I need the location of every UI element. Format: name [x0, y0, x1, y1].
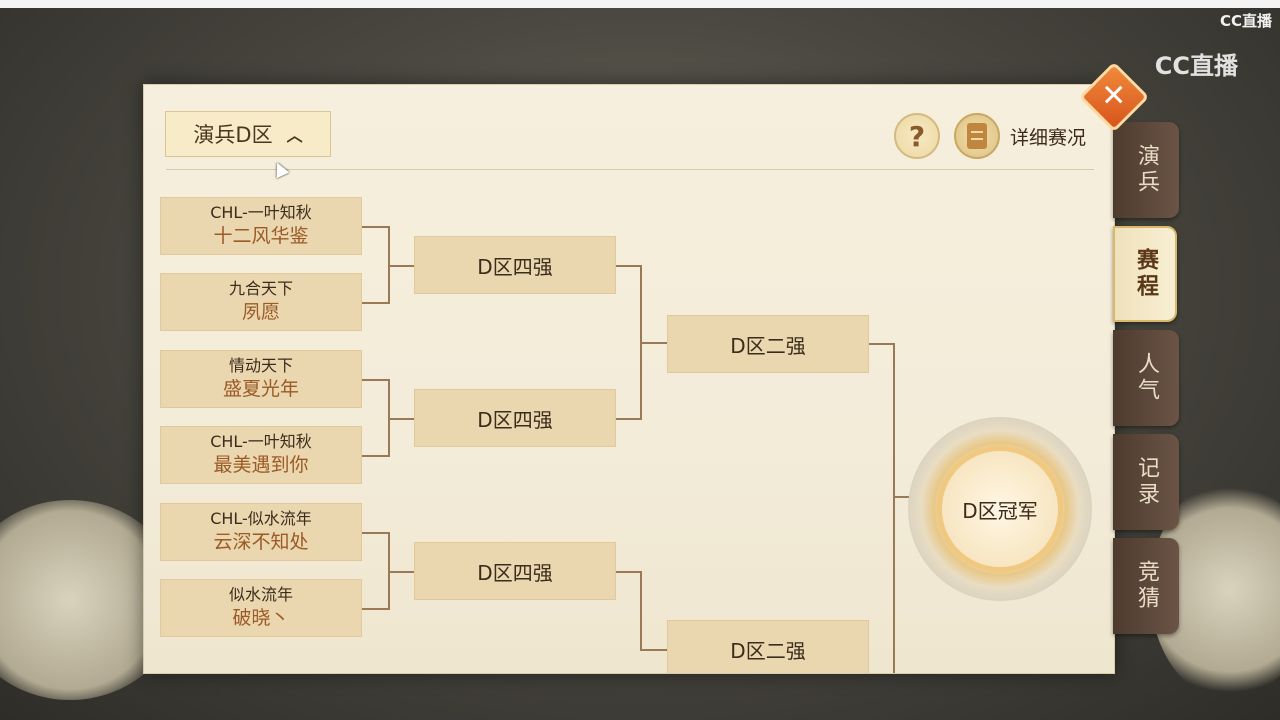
quarterfinal-slot[interactable]: D区四强 [414, 542, 616, 600]
bracket-connector [640, 649, 668, 651]
chevron-up-icon: ︿ [286, 126, 303, 145]
detail-results-label: 详细赛况 [1010, 126, 1087, 149]
close-icon: ✕ [1101, 78, 1127, 114]
stream-watermark-large: CC直播 [1154, 52, 1238, 80]
bracket-panel: 演兵D区 ︿ ? 详细赛况 CHL-一叶知秋 十二风华鉴 九合天下 夙愿 情动天… [143, 84, 1115, 674]
bracket-connector [362, 379, 388, 381]
bracket-connector [869, 343, 895, 345]
team-slot[interactable]: 九合天下 夙愿 [160, 273, 362, 331]
tab-label: 竞猜 [1134, 560, 1159, 612]
player-name: 盛夏光年 [222, 378, 299, 400]
player-name: 十二风华鉴 [213, 225, 309, 247]
team-slot[interactable]: CHL-一叶知秋 十二风华鉴 [160, 197, 362, 255]
player-name: 云深不知处 [213, 531, 309, 553]
semifinal-slot[interactable]: D区二强 [667, 315, 869, 373]
detail-results-button[interactable]: 详细赛况 [954, 113, 1086, 159]
bracket-connector [640, 571, 642, 651]
player-name: 最美遇到你 [213, 454, 309, 476]
region-dropdown-label: 演兵D区 [193, 123, 273, 147]
tab-yanbing[interactable]: 演兵 [1113, 122, 1179, 218]
bracket-connector [362, 455, 388, 457]
team-slot[interactable]: 似水流年 破晓丶 [160, 579, 362, 637]
region-dropdown[interactable]: 演兵D区 ︿ [165, 111, 331, 157]
team-slot[interactable]: CHL-似水流年 云深不知处 [160, 503, 362, 561]
bracket-connector [616, 571, 642, 573]
question-icon: ? [908, 119, 926, 153]
team-name: CHL-一叶知秋 [210, 203, 312, 222]
champion-medallion[interactable]: D区冠军 [910, 419, 1090, 599]
player-name: 夙愿 [241, 301, 280, 323]
help-button[interactable]: ? [894, 113, 940, 159]
bracket-connector [893, 496, 915, 498]
bracket-connector [640, 342, 668, 344]
stream-watermark-small: CC直播 [1219, 12, 1272, 30]
top-bar [0, 0, 1280, 8]
bracket-connector [388, 418, 414, 420]
tab-popularity[interactable]: 人气 [1113, 330, 1179, 426]
tab-label: 人气 [1134, 352, 1159, 404]
tab-schedule[interactable]: 赛程 [1113, 226, 1177, 322]
bracket-connector [362, 302, 388, 304]
scroll-icon [954, 113, 1000, 159]
player-name: 破晓丶 [232, 607, 290, 629]
bracket-connector [616, 265, 642, 267]
bracket-connector [893, 343, 895, 673]
bracket-connector [362, 532, 388, 534]
team-name: CHL-似水流年 [210, 509, 312, 528]
champion-label: D区冠军 [942, 451, 1058, 567]
team-name: 九合天下 [228, 279, 293, 298]
bracket-connector [388, 265, 414, 267]
team-slot[interactable]: CHL-一叶知秋 最美遇到你 [160, 426, 362, 484]
team-slot[interactable]: 情动天下 盛夏光年 [160, 350, 362, 408]
tab-records[interactable]: 记录 [1113, 434, 1179, 530]
quarterfinal-slot[interactable]: D区四强 [414, 389, 616, 447]
bracket-connector [616, 418, 642, 420]
quarterfinal-slot[interactable]: D区四强 [414, 236, 616, 294]
team-name: 情动天下 [228, 356, 293, 375]
semifinal-slot[interactable]: D区二强 [667, 620, 869, 673]
tab-label: 记录 [1134, 456, 1159, 508]
bracket-connector [362, 608, 388, 610]
tab-betting[interactable]: 竞猜 [1113, 538, 1179, 634]
header-divider [166, 169, 1094, 170]
tab-label: 赛程 [1133, 248, 1158, 300]
bracket-connector [362, 226, 388, 228]
bracket-connector [388, 571, 414, 573]
team-name: CHL-一叶知秋 [210, 432, 312, 451]
tab-label: 演兵 [1134, 144, 1159, 196]
team-name: 似水流年 [228, 585, 293, 604]
